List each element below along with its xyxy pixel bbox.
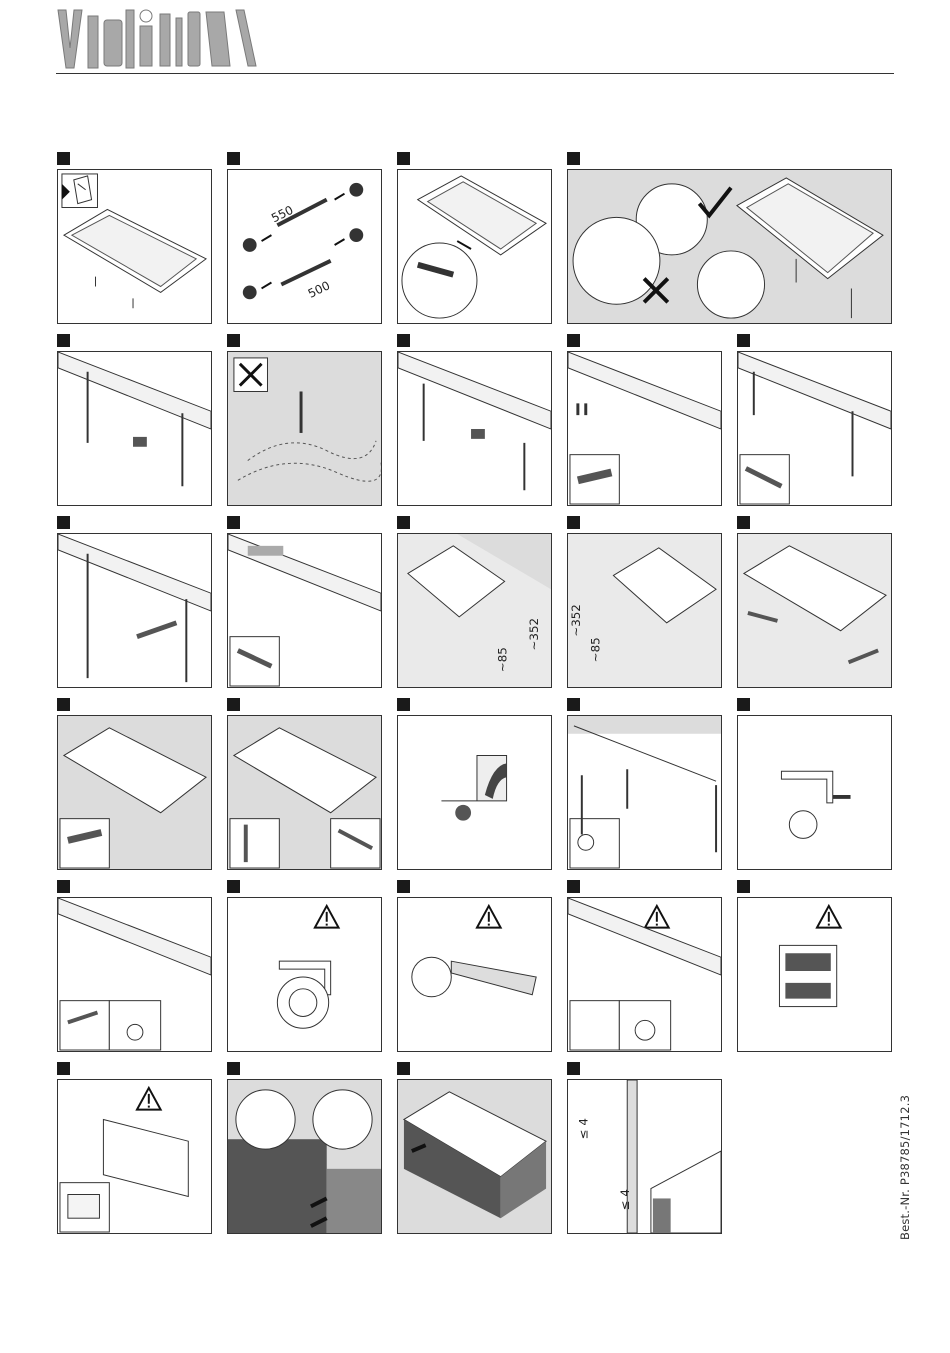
- step-marker: [737, 880, 750, 893]
- panel-fix-legs: [737, 351, 892, 506]
- step-marker: [57, 698, 70, 711]
- step-marker: [227, 334, 240, 347]
- step-marker: [397, 698, 410, 711]
- warning-icon: [477, 906, 501, 928]
- panel-clip-install: [567, 715, 722, 870]
- panel-dowels: [567, 351, 722, 506]
- panel-apron-press: [397, 1079, 552, 1234]
- panel-wall-dims-left: ~85 ~352: [397, 533, 552, 688]
- panel-warning-wheel: [227, 897, 382, 1052]
- dim-500: 500: [306, 278, 332, 300]
- header-rule: [56, 73, 894, 74]
- step-marker: [737, 698, 750, 711]
- warning-icon: [315, 906, 339, 928]
- step-marker: [567, 1062, 580, 1075]
- panel-bracket: [227, 533, 382, 688]
- panel-warning-saw: [397, 897, 552, 1052]
- step-marker: [227, 698, 240, 711]
- dim-85: ~85: [496, 647, 510, 672]
- step-marker: [567, 698, 580, 711]
- step-marker: [737, 334, 750, 347]
- panel-wall-mount-b: [227, 715, 382, 870]
- dim-352-right: ~352: [569, 604, 583, 637]
- step-marker: [227, 516, 240, 529]
- step-marker: [57, 516, 70, 529]
- step-marker: [397, 516, 410, 529]
- step-marker: [397, 152, 410, 165]
- panel-mark-drill: [397, 351, 552, 506]
- panel-unpack: [57, 169, 212, 324]
- step-marker: [567, 334, 580, 347]
- step-marker: [397, 334, 410, 347]
- panel-warning-gasket: [737, 897, 892, 1052]
- step-marker: [567, 880, 580, 893]
- panel-underside: [397, 169, 552, 324]
- panel-apron-install: [227, 1079, 382, 1234]
- panel-feet-check: [567, 169, 892, 324]
- check-icon: [699, 188, 731, 216]
- step-marker: [227, 152, 240, 165]
- step-marker: [57, 1062, 70, 1075]
- panel-clip-detail: [397, 715, 552, 870]
- warning-icon: [817, 906, 841, 928]
- panel-rails: 550 500: [227, 169, 382, 324]
- step-marker: [227, 880, 240, 893]
- panel-floor-heating: [227, 351, 382, 506]
- step-marker: [397, 880, 410, 893]
- step-marker: [397, 1062, 410, 1075]
- step-marker: [567, 516, 580, 529]
- step-marker: [57, 880, 70, 893]
- dim-352: ~352: [527, 618, 541, 651]
- dim-4-bottom: ≤ 4: [618, 1189, 632, 1210]
- brand-tools-logo: [56, 8, 266, 70]
- panel-foot-detail: [737, 715, 892, 870]
- step-marker: [57, 152, 70, 165]
- dim-85-right: ~85: [589, 637, 603, 662]
- warning-icon: [137, 1088, 161, 1110]
- step-marker: [227, 1062, 240, 1075]
- panel-level: [57, 533, 212, 688]
- dim-4-top: ≤ 4: [577, 1118, 591, 1139]
- panel-apron-wheel: [567, 897, 722, 1052]
- step-marker: [57, 334, 70, 347]
- warning-icon: [645, 906, 669, 928]
- document-number: Best.-Nr. P38785/1712.3: [898, 1095, 912, 1240]
- panel-gap-check: ≤ 4 ≤ 4: [567, 1079, 722, 1234]
- panel-warning-panel: [57, 1079, 212, 1234]
- panel-apron-frame: [57, 897, 212, 1052]
- step-marker: [567, 152, 580, 165]
- panel-rails-wall: [737, 533, 892, 688]
- step-marker: [737, 516, 750, 529]
- panel-wall-dims-right: ~352 ~85: [567, 533, 722, 688]
- panel-wall-mount-a: [57, 715, 212, 870]
- panel-legs-a: [57, 351, 212, 506]
